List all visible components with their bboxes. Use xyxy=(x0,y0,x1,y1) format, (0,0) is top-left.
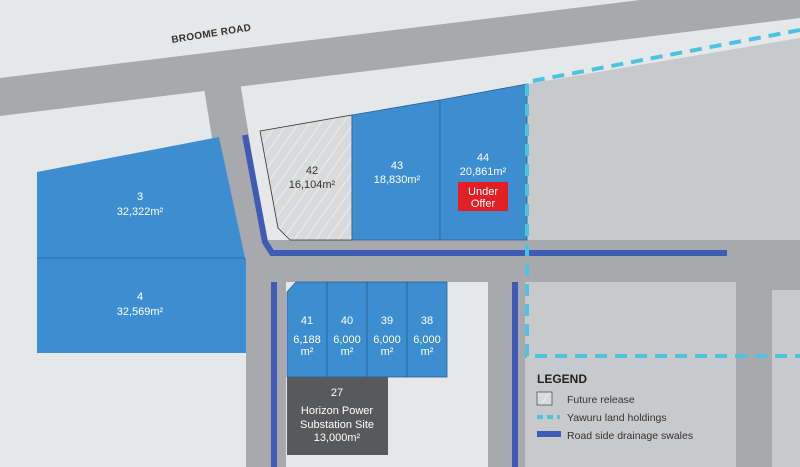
lot-38[interactable] xyxy=(406,281,448,378)
legend: LEGEND Future release Yawuru land holdin… xyxy=(536,372,693,442)
lot-27-number: 27 xyxy=(331,387,343,399)
yawuru-land-area xyxy=(527,38,800,240)
access-road-vertical xyxy=(204,82,266,250)
legend-title: LEGEND xyxy=(537,372,587,386)
lot-27-line2: Substation Site xyxy=(300,419,374,431)
lot-40-number: 40 xyxy=(341,315,353,327)
lot-39-unit: m² xyxy=(381,346,394,358)
lot-27-substation[interactable] xyxy=(287,377,388,455)
lot-38-number: 38 xyxy=(421,315,433,327)
lot-39-number: 39 xyxy=(381,315,393,327)
lot-42-number: 42 xyxy=(306,165,318,177)
lot-41-unit: m² xyxy=(301,346,314,358)
road-left-lower xyxy=(246,258,286,467)
lot-38-unit: m² xyxy=(421,346,434,358)
road-middle-lower xyxy=(488,282,525,467)
lot-27-area: 13,000m² xyxy=(314,432,361,444)
lot-40-area: 6,000 xyxy=(333,334,361,346)
lot-4[interactable] xyxy=(37,258,246,353)
drainage-swale-upper xyxy=(242,134,727,256)
lot-41[interactable] xyxy=(286,281,328,378)
lot-44-area: 20,861m² xyxy=(460,166,507,178)
under-offer-badge xyxy=(458,182,508,211)
under-offer-line2: Offer xyxy=(471,198,496,210)
lot-41-number: 41 xyxy=(301,315,313,327)
lot-3-number: 3 xyxy=(137,191,143,203)
lot-38-area: 6,000 xyxy=(413,334,441,346)
legend-item-drainage-swales: Road side drainage swales xyxy=(567,430,693,442)
legend-item-future-release: Future release xyxy=(567,394,635,406)
access-road-horizontal xyxy=(228,240,800,282)
legend-item-yawuru-land: Yawuru land holdings xyxy=(567,412,667,424)
lot-40-unit: m² xyxy=(341,346,354,358)
lot-44-number: 44 xyxy=(477,152,489,164)
road-right-corner xyxy=(760,262,800,290)
under-offer-line1: Under xyxy=(468,186,498,198)
lot-3-area: 32,322m² xyxy=(117,206,164,218)
lot-3[interactable] xyxy=(37,137,245,258)
lot-39-area: 6,000 xyxy=(373,334,401,346)
lot-42-future-release[interactable] xyxy=(259,114,353,241)
road-right-lower xyxy=(736,282,772,467)
hatched-square-icon xyxy=(536,391,553,406)
yawuru-land-area-lower xyxy=(525,282,736,467)
blue-bar-icon xyxy=(537,431,561,437)
broome-road xyxy=(0,0,800,116)
lot-39[interactable] xyxy=(366,281,408,378)
yawuru-land-area-right xyxy=(772,282,800,467)
lot-41-area: 6,188 xyxy=(293,334,321,346)
lot-43-area: 18,830m² xyxy=(374,174,421,186)
yawuru-boundary xyxy=(525,28,800,358)
lot-42-area: 16,104m² xyxy=(289,179,336,191)
lot-41-labels: 41 6,188 m² 40 6,000 m² 39 6,000 m² 38 6… xyxy=(293,315,441,358)
lot-40[interactable] xyxy=(326,281,368,378)
lot-4-number: 4 xyxy=(137,291,143,303)
lot-27-line1: Horizon Power xyxy=(301,405,373,417)
lot-43-number: 43 xyxy=(391,160,403,172)
lot-4-area: 32,569m² xyxy=(117,306,164,318)
